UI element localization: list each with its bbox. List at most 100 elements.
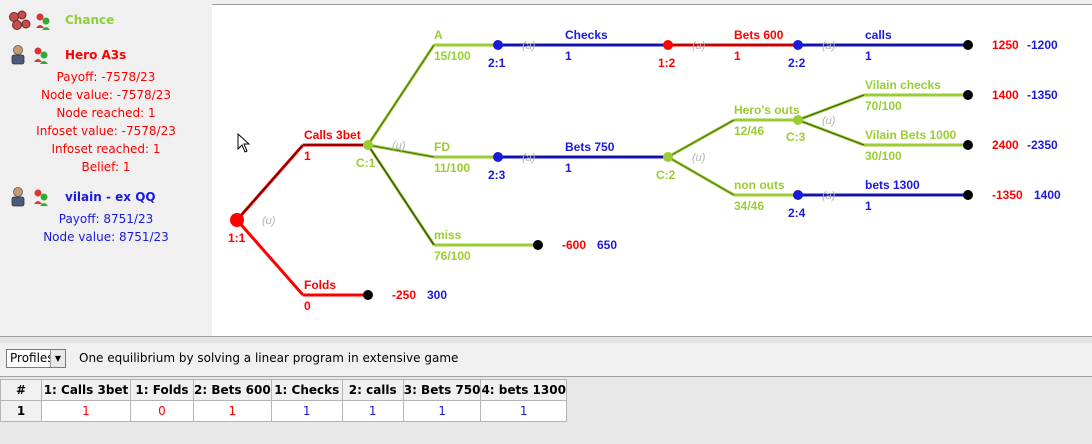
infoset-mark: (a) bbox=[822, 40, 836, 52]
profile-cell[interactable]: 1 bbox=[193, 400, 272, 422]
action-label-bets-750: Bets 750 bbox=[565, 140, 615, 154]
payoffs: -250 300 -600 650 1250 -1200 1400 -1350 … bbox=[392, 38, 1061, 302]
node-2-2[interactable] bbox=[793, 40, 803, 50]
profile-cell[interactable]: 1 bbox=[402, 400, 482, 422]
payoff-vilain-bets-1000-p1: 2400 bbox=[992, 138, 1019, 152]
profile-cell[interactable]: 1 bbox=[270, 400, 343, 422]
action-prob-calls-3bet: 1 bbox=[304, 149, 311, 163]
profile-cell[interactable]: 0 bbox=[130, 400, 194, 422]
profile-cell[interactable]: 1 bbox=[480, 400, 567, 422]
infoset-mark: (u) bbox=[262, 215, 276, 227]
infoset-mark: (a) bbox=[692, 40, 706, 52]
infoset-mark: (a) bbox=[522, 152, 536, 164]
villain-node-value: Node value: 8751/23 bbox=[43, 230, 169, 244]
action-label-fd: FD bbox=[434, 140, 450, 154]
node-c1[interactable] bbox=[363, 140, 373, 150]
terminal-vilain-checks[interactable] bbox=[963, 90, 973, 100]
node-label-2-4: 2:4 bbox=[788, 206, 806, 220]
action-prob-miss: 76/100 bbox=[434, 249, 471, 263]
action-prob-a: 15/100 bbox=[434, 49, 471, 63]
terminal-calls[interactable] bbox=[963, 40, 973, 50]
profiles-dropdown[interactable]: Profiles ▼ bbox=[6, 349, 66, 368]
hero-infoset-value: Infoset value: -7578/23 bbox=[36, 124, 176, 138]
hero-node-value: Node value: -7578/23 bbox=[41, 88, 171, 102]
action-prob-fd: 11/100 bbox=[434, 161, 470, 175]
action-prob-bets-750: 1 bbox=[565, 161, 572, 175]
column-header[interactable]: 4: bets 1300 bbox=[480, 379, 567, 401]
action-label-bets-600: Bets 600 bbox=[734, 28, 784, 42]
payoff-bets-1300-p1: -1350 bbox=[992, 188, 1023, 202]
payoff-calls-p1: 1250 bbox=[992, 38, 1019, 52]
payoff-miss-p1: -600 bbox=[562, 238, 586, 252]
action-prob-heros-outs: 12/46 bbox=[734, 124, 764, 138]
payoff-bets-1300-p2: 1400 bbox=[1034, 188, 1061, 202]
terminal-folds[interactable] bbox=[363, 290, 373, 300]
infoset-mark: (u) bbox=[692, 152, 706, 164]
action-label-vilain-bets-1000: Vilain Bets 1000 bbox=[865, 128, 956, 142]
node-1-2[interactable] bbox=[663, 40, 673, 50]
action-label-calls-3bet: Calls 3bet bbox=[304, 128, 361, 142]
node-label-c1: C:1 bbox=[356, 156, 376, 170]
column-header[interactable]: 1: Calls 3bet bbox=[41, 379, 131, 401]
action-prob-bets-1300: 1 bbox=[865, 199, 872, 213]
column-header-index[interactable]: # bbox=[0, 379, 42, 401]
payoff-vilain-checks-p2: -1350 bbox=[1027, 88, 1058, 102]
action-label-vilain-checks: Vilain checks bbox=[865, 78, 941, 92]
profiles-dropdown-value: Profiles bbox=[10, 351, 54, 365]
payoff-folds-p1: -250 bbox=[392, 288, 416, 302]
infoset-markers: (u) (a) (a) (a) (a) (u) (u) (u) (a) bbox=[262, 40, 836, 227]
node-label-1-2: 1:2 bbox=[658, 56, 676, 70]
node-2-4[interactable] bbox=[793, 190, 803, 200]
villain-person-icon[interactable] bbox=[10, 186, 54, 212]
infoset-mark: (a) bbox=[822, 190, 836, 202]
node-label-2-3: 2:3 bbox=[488, 168, 506, 182]
terminal-miss[interactable] bbox=[533, 240, 543, 250]
action-label-checks: Checks bbox=[565, 28, 608, 42]
chance-player-name[interactable]: Chance bbox=[65, 13, 115, 27]
row-index[interactable]: 1 bbox=[0, 400, 42, 422]
node-label-c2: C:2 bbox=[656, 168, 676, 182]
action-prob-non-outs: 34/46 bbox=[734, 199, 764, 213]
profile-cell[interactable]: 1 bbox=[41, 400, 131, 422]
game-tree-canvas[interactable]: 1:1 C:1 2:1 1:2 2:2 2:3 C:2 C:3 2:4 Call… bbox=[212, 4, 1092, 337]
node-2-1[interactable] bbox=[493, 40, 503, 50]
chance-dice-icon[interactable] bbox=[8, 10, 58, 36]
action-prob-vilain-checks: 70/100 bbox=[865, 99, 902, 113]
column-header[interactable]: 1: Folds bbox=[130, 379, 194, 401]
action-prob-calls: 1 bbox=[865, 49, 872, 63]
action-label-folds: Folds bbox=[304, 278, 336, 292]
hero-player-name[interactable]: Hero A3s bbox=[65, 48, 127, 62]
node-c2[interactable] bbox=[663, 152, 673, 162]
hero-person-icon[interactable] bbox=[10, 44, 54, 70]
villain-payoff: Payoff: 8751/23 bbox=[58, 212, 154, 226]
column-header[interactable]: 3: Bets 750 bbox=[402, 379, 482, 401]
payoff-calls-p2: -1200 bbox=[1027, 38, 1058, 52]
players-panel: Chance Hero A3s Payoff: -7578/23 Node va… bbox=[0, 4, 212, 336]
action-prob-checks: 1 bbox=[565, 49, 572, 63]
node-label-2-2: 2:2 bbox=[788, 56, 806, 70]
hero-node-reached: Node reached: 1 bbox=[56, 106, 156, 120]
node-label-c3: C:3 bbox=[786, 130, 806, 144]
node-root[interactable] bbox=[230, 213, 244, 227]
tree-branches bbox=[235, 43, 968, 297]
payoff-miss-p2: 650 bbox=[597, 238, 617, 252]
villain-player-name[interactable]: vilain - ex QQ bbox=[65, 190, 156, 204]
column-header[interactable]: 1: Checks bbox=[270, 379, 343, 401]
column-header[interactable]: 2: calls bbox=[341, 379, 404, 401]
terminal-bets-1300[interactable] bbox=[963, 190, 973, 200]
branch-folds[interactable] bbox=[235, 219, 305, 296]
infoset-mark: (u) bbox=[392, 140, 406, 152]
column-header[interactable]: 2: Bets 600 bbox=[193, 379, 272, 401]
node-c3[interactable] bbox=[793, 115, 803, 125]
profile-cell[interactable]: 1 bbox=[341, 400, 404, 422]
node-label-root: 1:1 bbox=[228, 231, 246, 245]
infoset-mark: (a) bbox=[522, 40, 536, 52]
chevron-down-icon[interactable]: ▼ bbox=[50, 350, 65, 367]
node-labels: 1:1 C:1 2:1 1:2 2:2 2:3 C:2 C:3 2:4 bbox=[228, 56, 806, 245]
node-2-3[interactable] bbox=[493, 152, 503, 162]
terminal-vilain-bets-1000[interactable] bbox=[963, 140, 973, 150]
action-labels: Calls 3bet 1 Folds 0 A 15/100 FD 11/100 … bbox=[304, 28, 956, 313]
